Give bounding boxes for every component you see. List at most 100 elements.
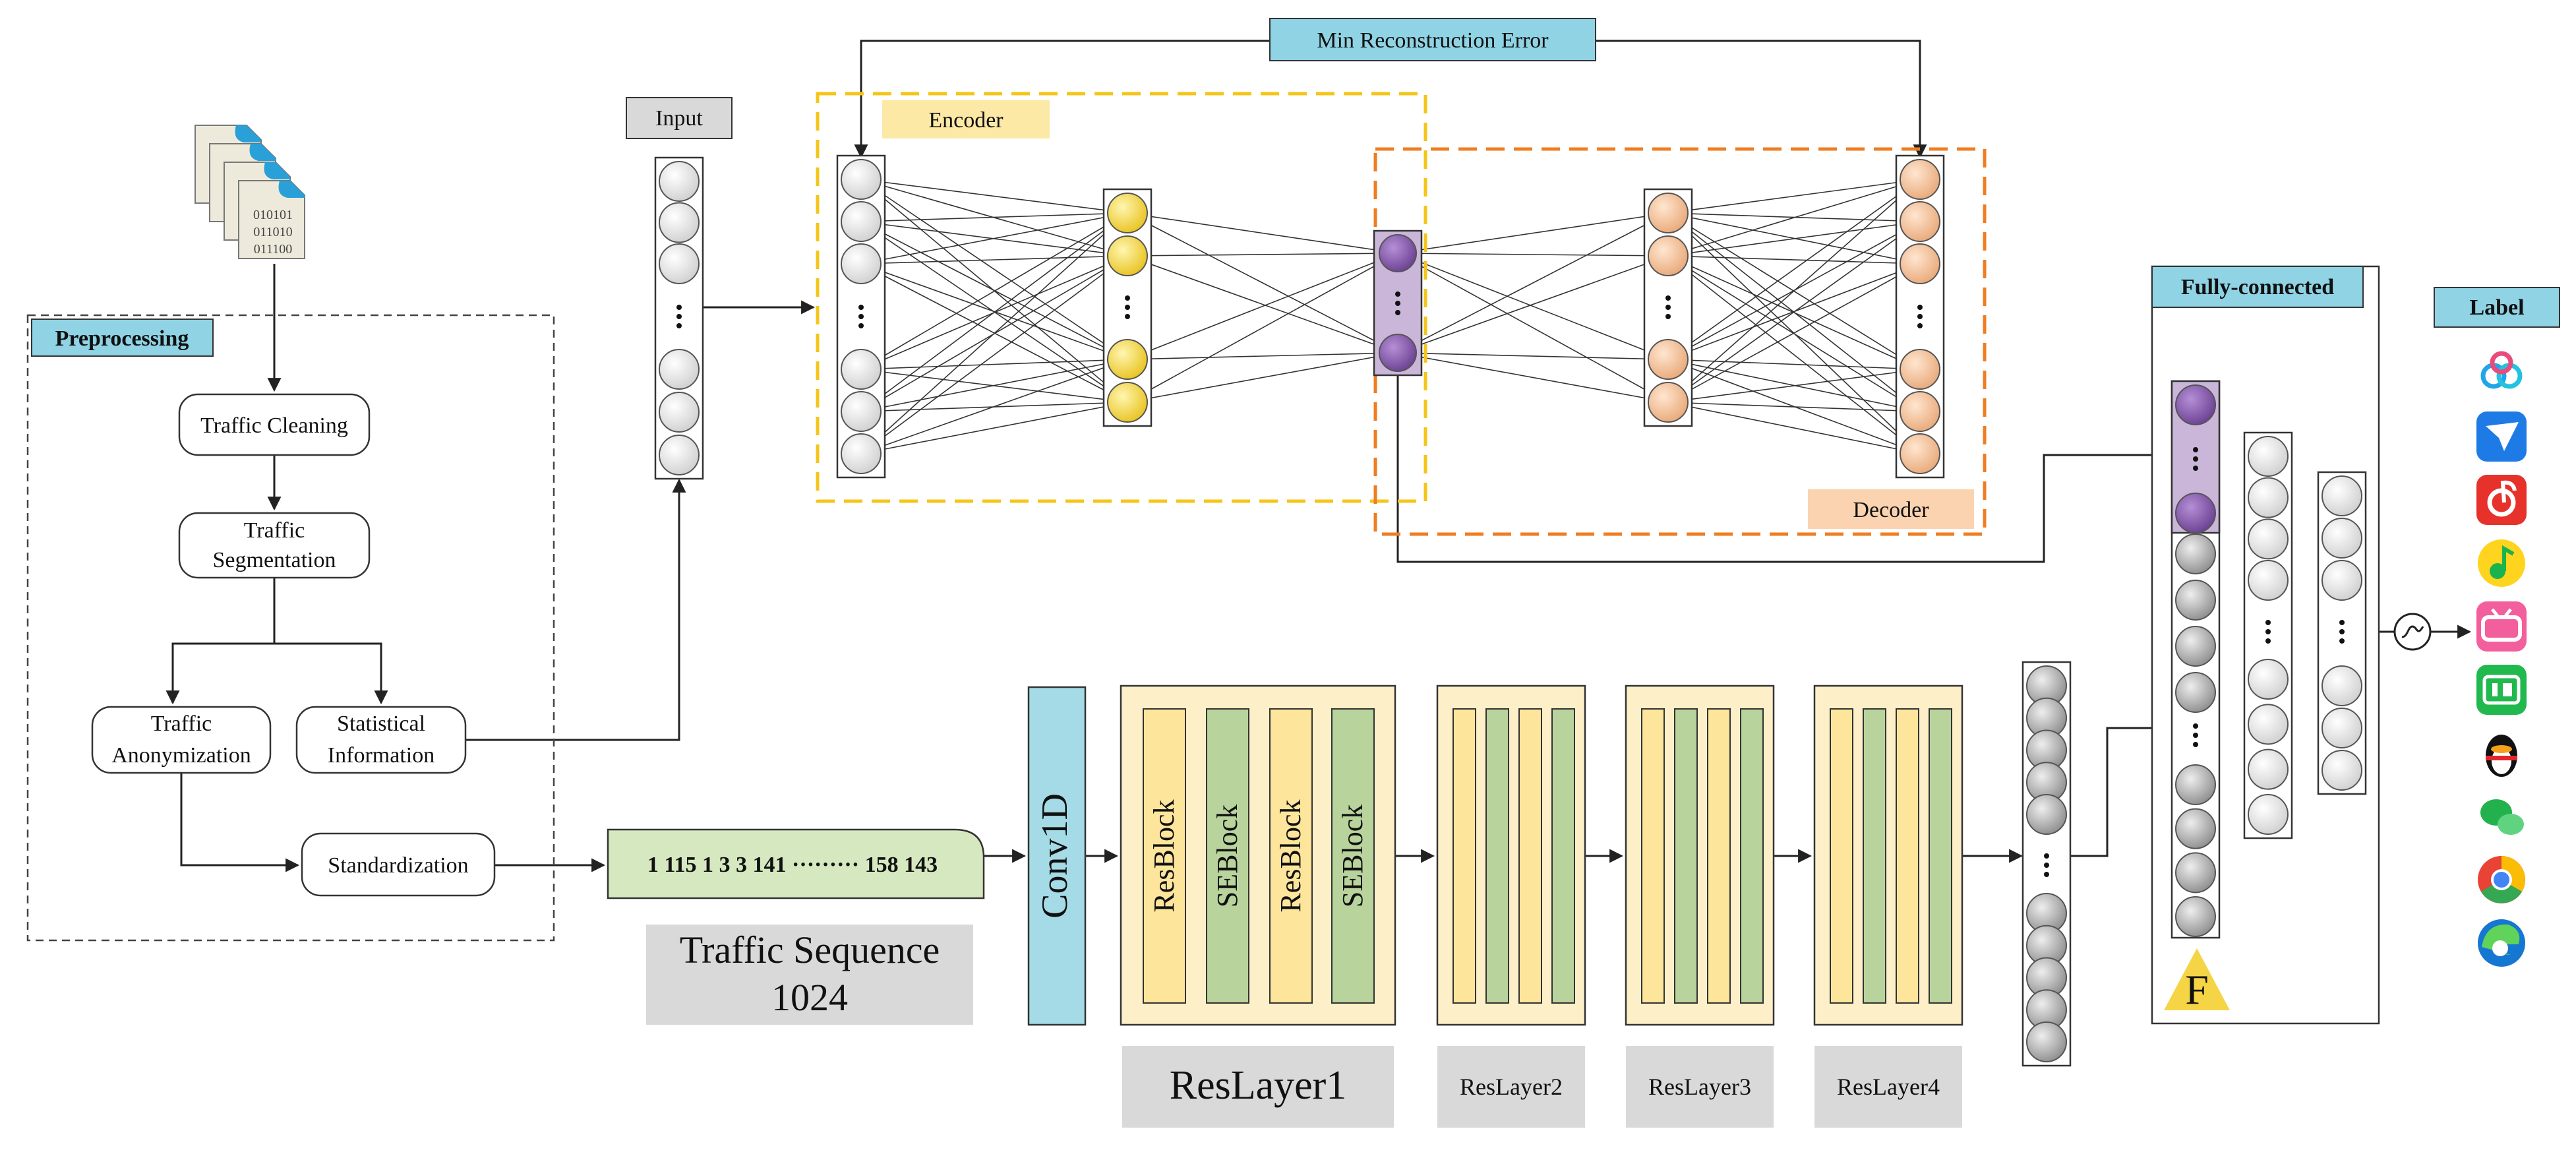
traffic-anonymization-box — [91, 706, 272, 774]
encoder-hidden-layer-ellipsis-dot — [1125, 295, 1130, 301]
encoder-tag — [882, 100, 1050, 138]
iqiyi-icon-glyph — [2503, 683, 2512, 696]
fc-hidden-layer-2-node — [2321, 475, 2362, 516]
traffic-anonymization-label-1: Traffic — [151, 712, 212, 736]
decoder-edges-1-edge — [1397, 212, 1669, 353]
line-segmentation-to-statistical — [274, 642, 388, 705]
decoder-hidden-layer-node — [1648, 382, 1689, 423]
traffic-segmentation-label-1: Traffic — [244, 518, 305, 543]
input-layer-ellipsis-dot — [676, 314, 682, 319]
decoder-hidden-layer-ellipsis-dot — [1665, 305, 1671, 310]
latent-layer-ellipsis-dot — [1395, 301, 1400, 306]
decoder-output-layer-node — [1900, 349, 1940, 390]
reslayer1-tag — [1122, 1046, 1394, 1128]
label-icons — [2476, 351, 2527, 967]
qq-music-icon-bg — [2478, 539, 2525, 587]
input-layer-node — [659, 161, 700, 202]
baidu-netdisk-icon — [2480, 351, 2523, 389]
connection-lines — [165, 40, 2472, 872]
reslayer4-seblock — [1863, 708, 1886, 1004]
preprocessing-tag — [31, 319, 214, 357]
file-binary-line: 011010 — [253, 225, 292, 239]
input-layer-ellipsis-dot — [676, 305, 682, 310]
fully-connected-label: Fully-connected — [2181, 275, 2334, 299]
wechat-icon — [2480, 799, 2524, 835]
statistical-information-box — [295, 706, 467, 774]
decoder-edges-2 — [1667, 179, 1921, 454]
encoder-edges-1-edge — [860, 359, 1128, 454]
encoder-edges-1-edge — [860, 179, 1128, 360]
fc-input-ellipsis-dot — [2193, 723, 2198, 729]
decoder-tag — [1808, 489, 1974, 529]
encoder-edges-2-edge — [1127, 352, 1398, 360]
fc-hidden-layer-2-ellipsis-dot — [2339, 629, 2345, 634]
file-binary-line: 011100 — [254, 242, 293, 257]
qq-music-icon — [2478, 539, 2525, 587]
decoder-output-layer-node — [1900, 433, 1940, 474]
encoder-edges-2-edge — [1127, 212, 1398, 353]
fc-input-node — [2175, 626, 2216, 667]
chrome-icon — [2478, 856, 2525, 903]
reslayer2-resblock — [1453, 708, 1476, 1004]
feature-layer-node — [2026, 794, 2067, 835]
encoder-edges-1-edge — [860, 255, 1128, 454]
encoder-edges-1-edge — [860, 179, 1128, 214]
fc-input-node — [2175, 808, 2216, 849]
input-layer-node — [659, 349, 700, 390]
encoder-hidden-layer-ellipsis-dot — [1125, 305, 1130, 310]
iqiyi-icon — [2476, 665, 2527, 715]
seblock-label-2: SEBlock — [1336, 805, 1369, 907]
seblock-label-1: SEBlock — [1211, 805, 1243, 907]
line-segmentation-to-anonymization — [165, 578, 276, 705]
bilibili-icon-glyph — [2481, 615, 2522, 642]
conv1d-block — [1027, 686, 1087, 1026]
reslayer1-label: ResLayer1 — [1170, 1063, 1347, 1108]
encoder-hidden-layer-node — [1107, 235, 1148, 276]
file-corner — [239, 181, 305, 198]
fc-hidden-layer-2-node — [2321, 560, 2362, 601]
line-features-to-fc — [2070, 721, 2171, 857]
bilibili-icon-glyph — [2491, 608, 2499, 617]
decoder-edges-2-edge — [1667, 255, 1921, 454]
input-layer-node — [659, 392, 700, 433]
input-layer-ellipsis-dot — [676, 323, 682, 328]
encoder-edges-1-edge — [860, 263, 1128, 360]
fc-hidden-layer-1-ellipsis-dot — [2265, 629, 2271, 634]
netease-music-icon — [2476, 475, 2527, 525]
file-corner — [210, 144, 276, 161]
feature-layer-node — [2026, 1021, 2067, 1062]
qq-penguin-icon — [2486, 735, 2517, 777]
iqiyi-icon-glyph — [2482, 675, 2521, 705]
encoder-input-layer-node — [841, 159, 882, 200]
reslayer4-label: ResLayer4 — [1837, 1074, 1940, 1100]
fc-hidden-layer-1-node — [2248, 518, 2289, 560]
reslayer2-seblock — [1485, 708, 1509, 1004]
softmax-activation-icon — [2393, 613, 2432, 651]
reslayer1-seblock-1 — [1206, 708, 1249, 1004]
edge-icon-inner — [2492, 940, 2508, 956]
encoder-edges-1-edge — [860, 221, 1128, 360]
encoder-edges-2-edge — [1127, 255, 1398, 353]
resblock-label-2: ResBlock — [1274, 799, 1307, 912]
reslayer3-label: ResLayer3 — [1648, 1074, 1751, 1100]
reslayer3-tag — [1626, 1046, 1774, 1128]
encoder-edges-1-edge — [860, 359, 1128, 412]
netease-music-icon-glyph — [2500, 480, 2517, 503]
fc-hidden-layer-1-node — [2248, 748, 2289, 790]
decoder-edges-2-edge — [1667, 255, 1921, 412]
fc-hidden-layer-2-node — [2321, 518, 2362, 559]
feishu-icon-glyph — [2486, 422, 2519, 451]
decoder-edges-1-edge — [1397, 253, 1669, 257]
feishu-icon — [2476, 411, 2527, 462]
line-latent-to-fc — [1396, 369, 2171, 563]
feature-layer-ellipsis-dot — [2044, 863, 2049, 868]
traffic-segmentation-box — [178, 512, 371, 579]
encoder-input-layer-ellipsis-dot — [858, 305, 864, 310]
qq-music-icon-glyph — [2502, 545, 2515, 571]
encoder-input-layer-node — [841, 243, 882, 284]
bilibili-icon — [2476, 601, 2527, 652]
fc-hidden-layer-1-node — [2248, 436, 2289, 477]
encoder-edges-1-edge — [860, 212, 1128, 412]
decoder-edges-1-edge — [1397, 352, 1669, 360]
